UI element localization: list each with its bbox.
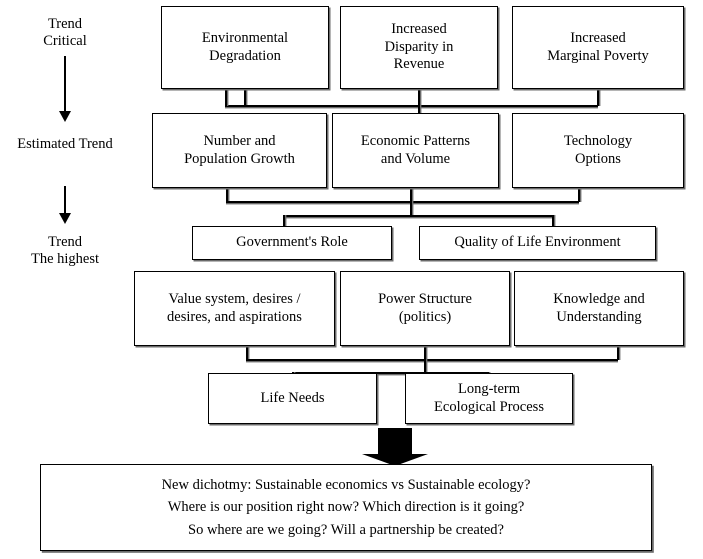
- connector-rise-r3c2: [552, 215, 554, 227]
- connector-drop-r4c3: [617, 346, 619, 360]
- block-arrow-head: [362, 454, 428, 466]
- conclusion-box[interactable]: New dichotmy: Sustainable economics vs S…: [40, 464, 652, 551]
- connector-drop-r2c2: [410, 188, 412, 202]
- axis-arrow-1-shaft: [64, 56, 66, 112]
- axis-label-trend-critical: Trend Critical: [43, 16, 87, 50]
- axis-label-estimated-trend: Estimated Trend: [17, 136, 113, 152]
- box-long-term-ecological-process[interactable]: Long-term Ecological Process: [405, 373, 573, 424]
- axis-arrow-2-shaft: [64, 186, 66, 214]
- connector-bus-r2-lower: [283, 215, 553, 217]
- box-technology-options[interactable]: Technology Options: [512, 113, 684, 188]
- connector-bus-r4-upper: [246, 359, 618, 361]
- box-life-needs[interactable]: Life Needs: [208, 373, 377, 424]
- connector-drop-r2c3: [578, 188, 580, 202]
- box-environmental-degradation[interactable]: Environmental Degradation: [161, 6, 329, 89]
- connector-rise-r2c1: [225, 89, 227, 106]
- connector-drop-r1c2: [418, 89, 420, 106]
- connector-rise-r2c2: [418, 105, 420, 114]
- box-increased-marginal-poverty[interactable]: Increased Marginal Poverty: [512, 6, 684, 89]
- box-governments-role[interactable]: Government's Role: [192, 226, 392, 260]
- connector-drop-r1c1: [244, 89, 246, 106]
- axis-arrow-1: [50, 56, 80, 122]
- axis-arrow-2: [50, 186, 80, 224]
- box-increased-disparity-in-revenue[interactable]: Increased Disparity in Revenue: [340, 6, 498, 89]
- connector-bus-r2-upper: [226, 201, 579, 203]
- connector-link-r2-r3: [410, 201, 412, 216]
- connector-bus-r1-r2: [225, 105, 598, 107]
- connector-drop-r4c2: [424, 346, 426, 360]
- connector-drop-r1c3: [597, 89, 599, 106]
- connector-rise-r3c1: [283, 215, 285, 227]
- box-value-system-desires-aspirations[interactable]: Value system, desires / desires, and asp…: [134, 271, 335, 346]
- box-power-structure-politics[interactable]: Power Structure (politics): [340, 271, 510, 346]
- connector-drop-r4c1: [246, 346, 248, 360]
- connector-link-r4-r5: [424, 359, 426, 373]
- connector-drop-r2c1: [226, 188, 228, 202]
- connector-bus-r4-lower: [292, 372, 488, 374]
- axis-arrow-1-head: [59, 111, 71, 122]
- axis-arrow-2-head: [59, 213, 71, 224]
- box-quality-of-life-environment[interactable]: Quality of Life Environment: [419, 226, 656, 260]
- block-arrow-shaft: [378, 428, 412, 456]
- block-arrow-down: [362, 428, 428, 466]
- box-economic-patterns-and-volume[interactable]: Economic Patterns and Volume: [332, 113, 499, 188]
- box-number-and-population-growth[interactable]: Number and Population Growth: [152, 113, 327, 188]
- box-knowledge-and-understanding[interactable]: Knowledge and Understanding: [514, 271, 684, 346]
- axis-label-trend-highest: Trend The highest: [30, 234, 100, 268]
